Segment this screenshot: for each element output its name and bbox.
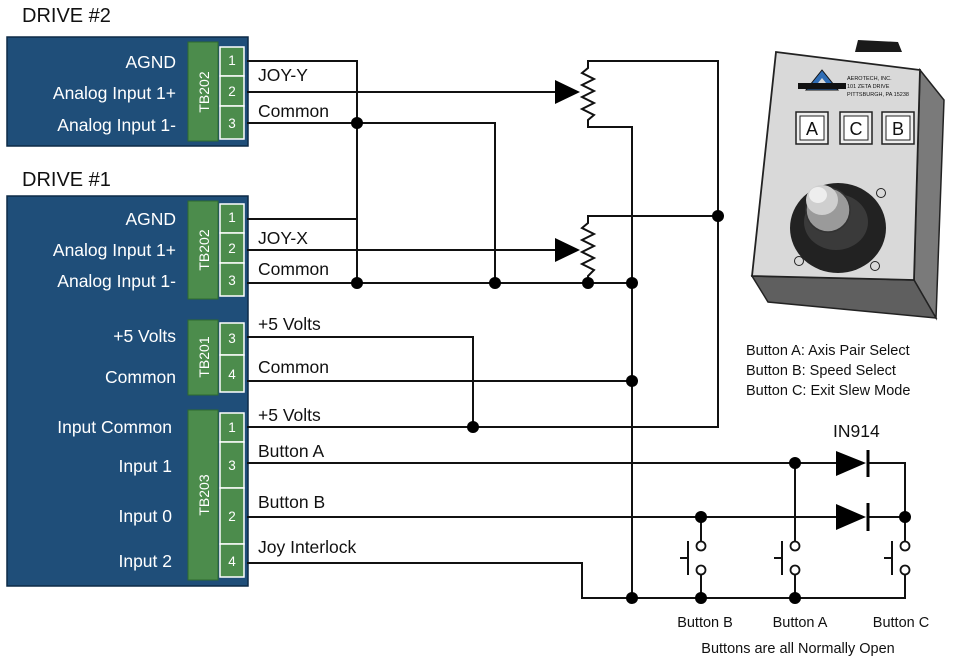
- joystick-illustration: [750, 40, 945, 321]
- switch-button-b-icon: [680, 540, 707, 576]
- drive1-tb201-label: TB201: [196, 336, 212, 377]
- wire-label-tb203-plus5v: +5 Volts: [258, 405, 321, 425]
- pot-wiper-arrow-x: [555, 238, 580, 262]
- wire-label-joy-y: JOY-Y: [258, 65, 308, 85]
- wiring: [247, 60, 906, 599]
- drive2-pin-2-label: 2: [228, 84, 236, 99]
- drive2-signal-analog-in-minus: Analog Input 1-: [57, 115, 176, 135]
- switch-label-button-c: Button C: [873, 615, 929, 631]
- legend-button-c: Button C: Exit Slew Mode: [746, 383, 910, 399]
- drive1-title: DRIVE #1: [22, 169, 111, 191]
- drive1-signal-analog-in-plus: Analog Input 1+: [53, 240, 176, 260]
- drive1-signal-input-common: Input Common: [57, 417, 172, 437]
- drive1-tb202-pin-3-label: 3: [228, 273, 236, 288]
- drive1-tb202-block: [187, 200, 219, 300]
- drive1-tb203-pin-2-label: 2: [228, 509, 236, 524]
- drive2-signal-analog-in-plus: Analog Input 1+: [53, 83, 176, 103]
- switch-label-button-a: Button A: [773, 615, 828, 631]
- drive1-tb203-block: [187, 409, 219, 581]
- drive1-tb202-pin-2-label: 2: [228, 241, 236, 256]
- switch-button-c-icon: [884, 540, 911, 576]
- drive2-pin-3-label: 3: [228, 116, 236, 131]
- legend-button-b: Button B: Speed Select: [746, 363, 896, 379]
- wire-label-drive2-common: Common: [258, 101, 329, 121]
- drive1-tb203-pin-1-label: 1: [228, 420, 236, 435]
- drive1-signal-input-2: Input 2: [118, 551, 172, 571]
- drive1-signal-common: Common: [105, 367, 176, 387]
- joystick-button-c-label: C: [850, 119, 863, 139]
- drive1-signal-plus5v: +5 Volts: [113, 326, 176, 346]
- legend-button-a: Button A: Axis Pair Select: [746, 343, 910, 359]
- drive1-tb201-block: [187, 319, 219, 396]
- drive1-tb203-pin-4: [219, 543, 245, 578]
- drive2-pin-3: [219, 105, 245, 140]
- drive1-signal-analog-in-minus: Analog Input 1-: [57, 271, 176, 291]
- junction-dots: [351, 117, 911, 604]
- diode-label: IN914: [833, 421, 880, 441]
- drive1-tb202-pin-1: [219, 203, 245, 234]
- drive2-signal-agnd: AGND: [125, 52, 176, 72]
- joystick-brand-line-3: PITTSBURGH, PA 15238: [847, 92, 909, 98]
- drive1-tb203-label: TB203: [196, 474, 212, 515]
- joystick-button-b-label: B: [892, 119, 904, 139]
- footer-note: Buttons are all Normally Open: [701, 641, 894, 657]
- drive1-signal-agnd: AGND: [125, 209, 176, 229]
- joystick-brand-line-1: AEROTECH, INC.: [847, 76, 892, 82]
- drive1-tb201-pin-3-label: 3: [228, 331, 236, 346]
- switch-label-button-b: Button B: [677, 615, 733, 631]
- drive2-title: DRIVE #2: [22, 5, 111, 27]
- joystick-brand-line-2: 101 ZETA DRIVE: [847, 84, 890, 90]
- drive1-tb203-pin-3: [219, 441, 245, 489]
- drive1-tb202-label: TB202: [196, 229, 212, 270]
- drive2-pin-1-label: 1: [228, 53, 236, 68]
- wire-label-joy-x: JOY-X: [258, 228, 308, 248]
- drive1-tb203-pin-3-label: 3: [228, 458, 236, 473]
- drive1-tb201-pin-4: [219, 354, 245, 393]
- wire-label-drive1-common: Common: [258, 259, 329, 279]
- drive1-tb203-pin-2: [219, 487, 245, 545]
- wire-label-button-b: Button B: [258, 492, 325, 512]
- drive2-tb202-block: [187, 41, 219, 142]
- drive1-signal-input-0: Input 0: [118, 506, 172, 526]
- drive1-signal-input-1: Input 1: [118, 456, 172, 476]
- pot-wiper-arrow-y: [555, 80, 580, 104]
- diode-button-a: [836, 450, 870, 477]
- drive1-tb203-pin-4-label: 4: [228, 554, 236, 569]
- joystick-button-a-label: A: [806, 119, 818, 139]
- drive2-tb202-label: TB202: [196, 71, 212, 112]
- wire-label-button-a: Button A: [258, 441, 324, 461]
- drive1-tb201-pin-4-label: 4: [228, 367, 236, 382]
- wire-label-joy-interlock: Joy Interlock: [258, 537, 356, 557]
- switch-button-a-icon: [774, 540, 801, 576]
- diode-button-b: [836, 503, 870, 531]
- wire-label-tb201-plus5v: +5 Volts: [258, 314, 321, 334]
- wire-label-tb201-common: Common: [258, 357, 329, 377]
- drive2-pin-2: [219, 75, 245, 107]
- drive1-tb202-pin-3: [219, 262, 245, 297]
- drive1-tb202-pin-1-label: 1: [228, 210, 236, 225]
